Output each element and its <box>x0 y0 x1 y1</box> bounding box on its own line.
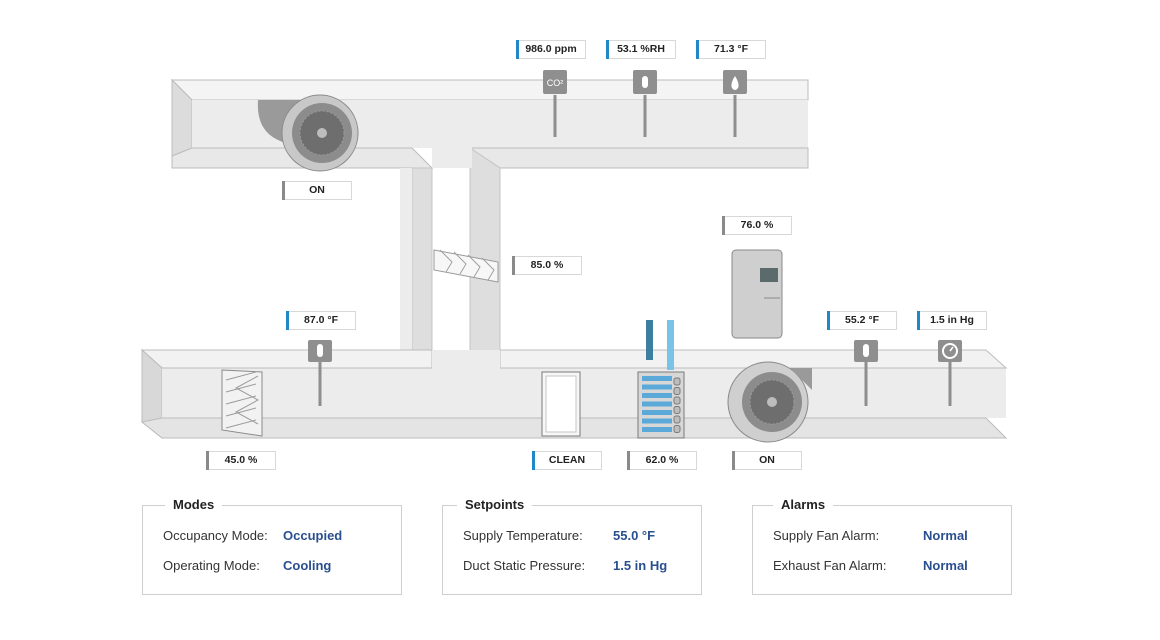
exhaust-fan-alarm-value: Normal <box>923 558 968 573</box>
coil-fin <box>642 401 672 407</box>
exhaust-fan <box>257 94 359 172</box>
coil-value: 62.0 % <box>627 451 697 470</box>
valve-actuator <box>731 249 783 339</box>
modes-title: Modes <box>165 497 223 512</box>
coil-header <box>673 396 681 405</box>
mixing-damper-value: 85.0 % <box>512 256 582 275</box>
outdoor-damper <box>221 369 263 437</box>
co2-value: 986.0 ppm <box>516 40 586 59</box>
operating-mode-value: Cooling <box>283 558 332 573</box>
return-temp-value: 71.3 °F <box>696 40 766 59</box>
cooling-coil <box>637 320 685 439</box>
valve-position-value: 76.0 % <box>722 216 792 235</box>
exhaust-fan-alarm-label: Exhaust Fan Alarm: <box>773 558 887 573</box>
mixing-damper <box>433 249 499 283</box>
modes-panel: Modes Occupancy Mode: Occupied Operating… <box>142 497 402 595</box>
outdoor-temp-sensor-icon <box>308 340 332 362</box>
supply-fan-status: ON <box>732 451 802 470</box>
coil-fin <box>642 418 672 424</box>
supply-temperature-setpoint: 55.0 °F <box>613 528 656 543</box>
coil-fin <box>642 393 672 398</box>
coil-fin <box>642 376 672 381</box>
svg-text:CO²: CO² <box>547 78 564 88</box>
occupancy-mode-label: Occupancy Mode: <box>163 528 268 543</box>
supply-fan-alarm-value: Normal <box>923 528 968 543</box>
exhaust-fan-status: ON <box>282 181 352 200</box>
static-pressure-value: 1.5 in Hg <box>917 311 987 330</box>
filter-status: CLEAN <box>532 451 602 470</box>
filter <box>541 371 581 437</box>
coil-fin <box>642 427 672 432</box>
thermometer-icon <box>723 70 747 94</box>
duct-static-pressure-label: Duct Static Pressure: <box>463 558 586 573</box>
coil-header <box>673 425 681 433</box>
occupancy-mode-value: Occupied <box>283 528 343 543</box>
outdoor-damper-value: 45.0 % <box>206 451 276 470</box>
coil-header <box>673 387 681 395</box>
co2-sensor-icon: CO² <box>543 70 567 94</box>
supply-temp-value: 55.2 °F <box>827 311 897 330</box>
supply-temp-sensor-icon <box>854 340 878 362</box>
supply-fan <box>727 361 812 443</box>
pressure-gauge-icon <box>938 340 962 362</box>
setpoints-panel: Setpoints Supply Temperature: 55.0 °F Du… <box>442 497 702 595</box>
alarms-title: Alarms <box>773 497 834 512</box>
setpoints-title: Setpoints <box>457 497 533 512</box>
sensor-probes <box>318 95 952 406</box>
return-humidity-value: 53.1 %RH <box>606 40 676 59</box>
humidity-sensor-icon <box>633 70 657 94</box>
coil-header <box>673 377 681 386</box>
coil-fin <box>642 384 672 390</box>
supply-fan-alarm-label: Supply Fan Alarm: <box>773 528 880 543</box>
duct-static-pressure-setpoint: 1.5 in Hg <box>613 558 668 573</box>
coil-header <box>673 406 681 414</box>
supply-temperature-label: Supply Temperature: <box>463 528 583 543</box>
coil-fin <box>642 410 672 415</box>
alarms-panel: Alarms Supply Fan Alarm: Normal Exhaust … <box>752 497 1012 595</box>
operating-mode-label: Operating Mode: <box>163 558 260 573</box>
outdoor-temp-value: 87.0 °F <box>286 311 356 330</box>
coil-header <box>673 415 681 424</box>
